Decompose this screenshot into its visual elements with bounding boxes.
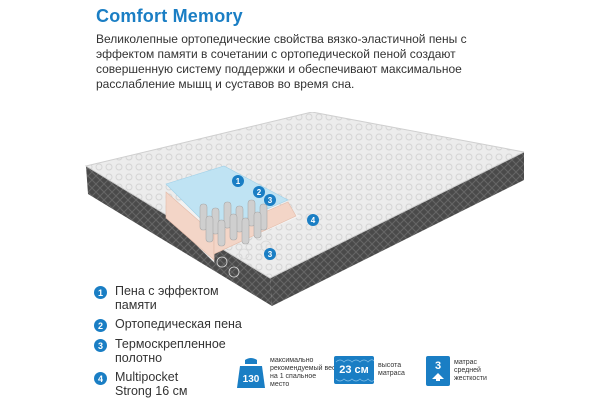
svg-text:3: 3 <box>268 250 273 259</box>
product-description: Великолепные ортопедические свойства вяз… <box>96 32 467 91</box>
layer-ortho-foam-left <box>165 191 215 261</box>
legend-label: Multipocket Strong 16 см <box>115 370 188 398</box>
diagram-marker: 1 <box>232 175 244 187</box>
diagram-marker: 4 <box>307 214 319 226</box>
legend-item: 2 Ортопедическая пена <box>94 317 284 332</box>
diagram-marker: 3 <box>264 248 276 260</box>
svg-text:3: 3 <box>268 196 273 205</box>
height-value: 23 см <box>339 364 369 376</box>
mattress-side-right <box>270 152 524 306</box>
weight-icon: 130 <box>237 358 265 388</box>
spec-firmness-label: матрас средней жесткости <box>454 359 487 382</box>
diagram-marker: 2 <box>253 186 265 198</box>
height-icon: 23 см <box>334 356 374 384</box>
firmness-value: 3 <box>434 360 442 372</box>
legend-item: 4 Multipocket Strong 16 см <box>94 370 284 398</box>
spring-block <box>199 199 268 247</box>
legend-number-badge: 3 <box>94 339 107 352</box>
legend-label: Пена с эффектом памяти <box>115 284 219 312</box>
legend-item: 1 Пена с эффектом памяти <box>94 284 284 312</box>
spec-max-weight: 130 максимально рекомендуемый вес на 1 с… <box>236 356 336 390</box>
legend-item: 3 Термоскрепленное полотно <box>94 337 284 365</box>
spec-height-label: высота матраса <box>378 362 405 377</box>
spec-max-weight-label: максимально рекомендуемый вес на 1 спаль… <box>270 357 336 388</box>
spec-height: 23 см высота матраса <box>334 356 418 384</box>
svg-text:2: 2 <box>257 188 262 197</box>
mattress-illustration: 1 2 3 4 3 <box>84 112 524 306</box>
layer-memory-foam <box>165 165 289 233</box>
svg-text:1: 1 <box>236 177 241 186</box>
legend-label: Термоскрепленное полотно <box>115 337 226 365</box>
product-title: Comfort Memory <box>96 6 243 26</box>
spec-firmness: 3 матрас средней жесткости <box>426 356 498 386</box>
legend-label: Ортопедическая пена <box>115 317 242 331</box>
legend-number-badge: 4 <box>94 372 107 385</box>
layer-legend: 1 Пена с эффектом памяти 2 Ортопедическа… <box>94 284 284 403</box>
arrow-up-icon <box>432 373 444 381</box>
legend-number-badge: 2 <box>94 319 107 332</box>
svg-text:130: 130 <box>243 374 260 385</box>
legend-number-badge: 1 <box>94 286 107 299</box>
svg-text:4: 4 <box>311 216 316 225</box>
diagram-marker: 3 <box>264 194 276 206</box>
firmness-icon: 3 <box>426 356 450 386</box>
mattress-side-left <box>86 166 272 306</box>
